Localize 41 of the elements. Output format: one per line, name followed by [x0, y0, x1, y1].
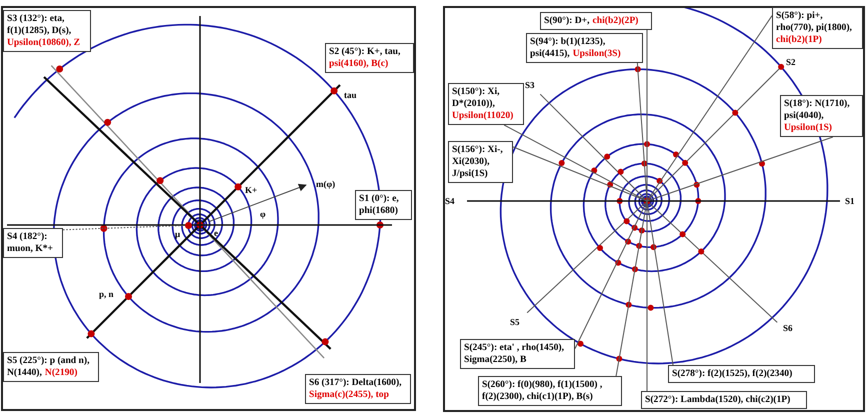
annotation-box	[772, 7, 863, 49]
spoke-label: S3	[525, 80, 535, 90]
annotation-text: S(58°): pi+, rho(770), pi(1800),	[776, 10, 853, 34]
annotation-text: Upsilon(11020)	[452, 110, 514, 122]
annotation-box	[448, 83, 524, 125]
annotation-text: S(272°): Lambda(1520), chi(c2)(1P)	[645, 394, 790, 406]
annotation-text: S(278°): f(2)(1525), f(2)(2340)	[672, 368, 792, 380]
leader-line	[636, 62, 648, 202]
spoke-label: S1	[845, 196, 855, 206]
annotation-text: S(150°): Xi, D*(2010)),	[452, 86, 501, 110]
leader-line	[646, 136, 834, 202]
annotation-text: Upsilon(3S)	[572, 48, 621, 60]
leader-line	[646, 15, 772, 202]
annotation-text: chi(b2)(2P)	[592, 15, 638, 27]
leader-line	[504, 124, 648, 202]
annotation-text: Sigma(c)(2455), top	[309, 389, 389, 401]
spoke-label: S2	[786, 57, 796, 67]
annotation-text: S(94°): b(1)(1235),	[530, 36, 606, 48]
annotation-text: S(90°): D+,	[544, 15, 590, 27]
annotation-text: S(156°): Xi-, Xi(2030), J/psi(1S)	[452, 144, 504, 180]
annotation-box	[448, 141, 513, 183]
annotation-text: S(18°): N(1710), psi(4040),	[784, 98, 851, 122]
leader-line	[574, 200, 648, 350]
spoke-label: S4	[445, 196, 455, 206]
spoke-label: S5	[510, 317, 520, 327]
spoke-label: S6	[783, 323, 793, 333]
annotation-text: S(245°): eta' , rho(1450), Sigma(2250), B	[464, 342, 566, 366]
annotation-text: chi(b2)(1P)	[776, 34, 822, 46]
annotation-box	[460, 339, 575, 369]
annotation-text: Upsilon(1S)	[784, 122, 832, 134]
annotation-text: S(260°): f(0)(980), f(1)(1500) , f(2)(2300), chi(c1)(1P), B(s)	[482, 379, 604, 403]
annotation-text: psi(4415),	[530, 48, 570, 60]
leader-line	[616, 200, 648, 376]
annotation-box	[780, 95, 863, 137]
leader-line	[512, 146, 648, 202]
annotation-box	[478, 376, 622, 406]
annotation-box	[540, 12, 652, 30]
annotation-box	[668, 365, 815, 383]
annotation-box	[526, 33, 643, 63]
leader-line	[646, 200, 674, 366]
annotation-box	[641, 391, 807, 409]
